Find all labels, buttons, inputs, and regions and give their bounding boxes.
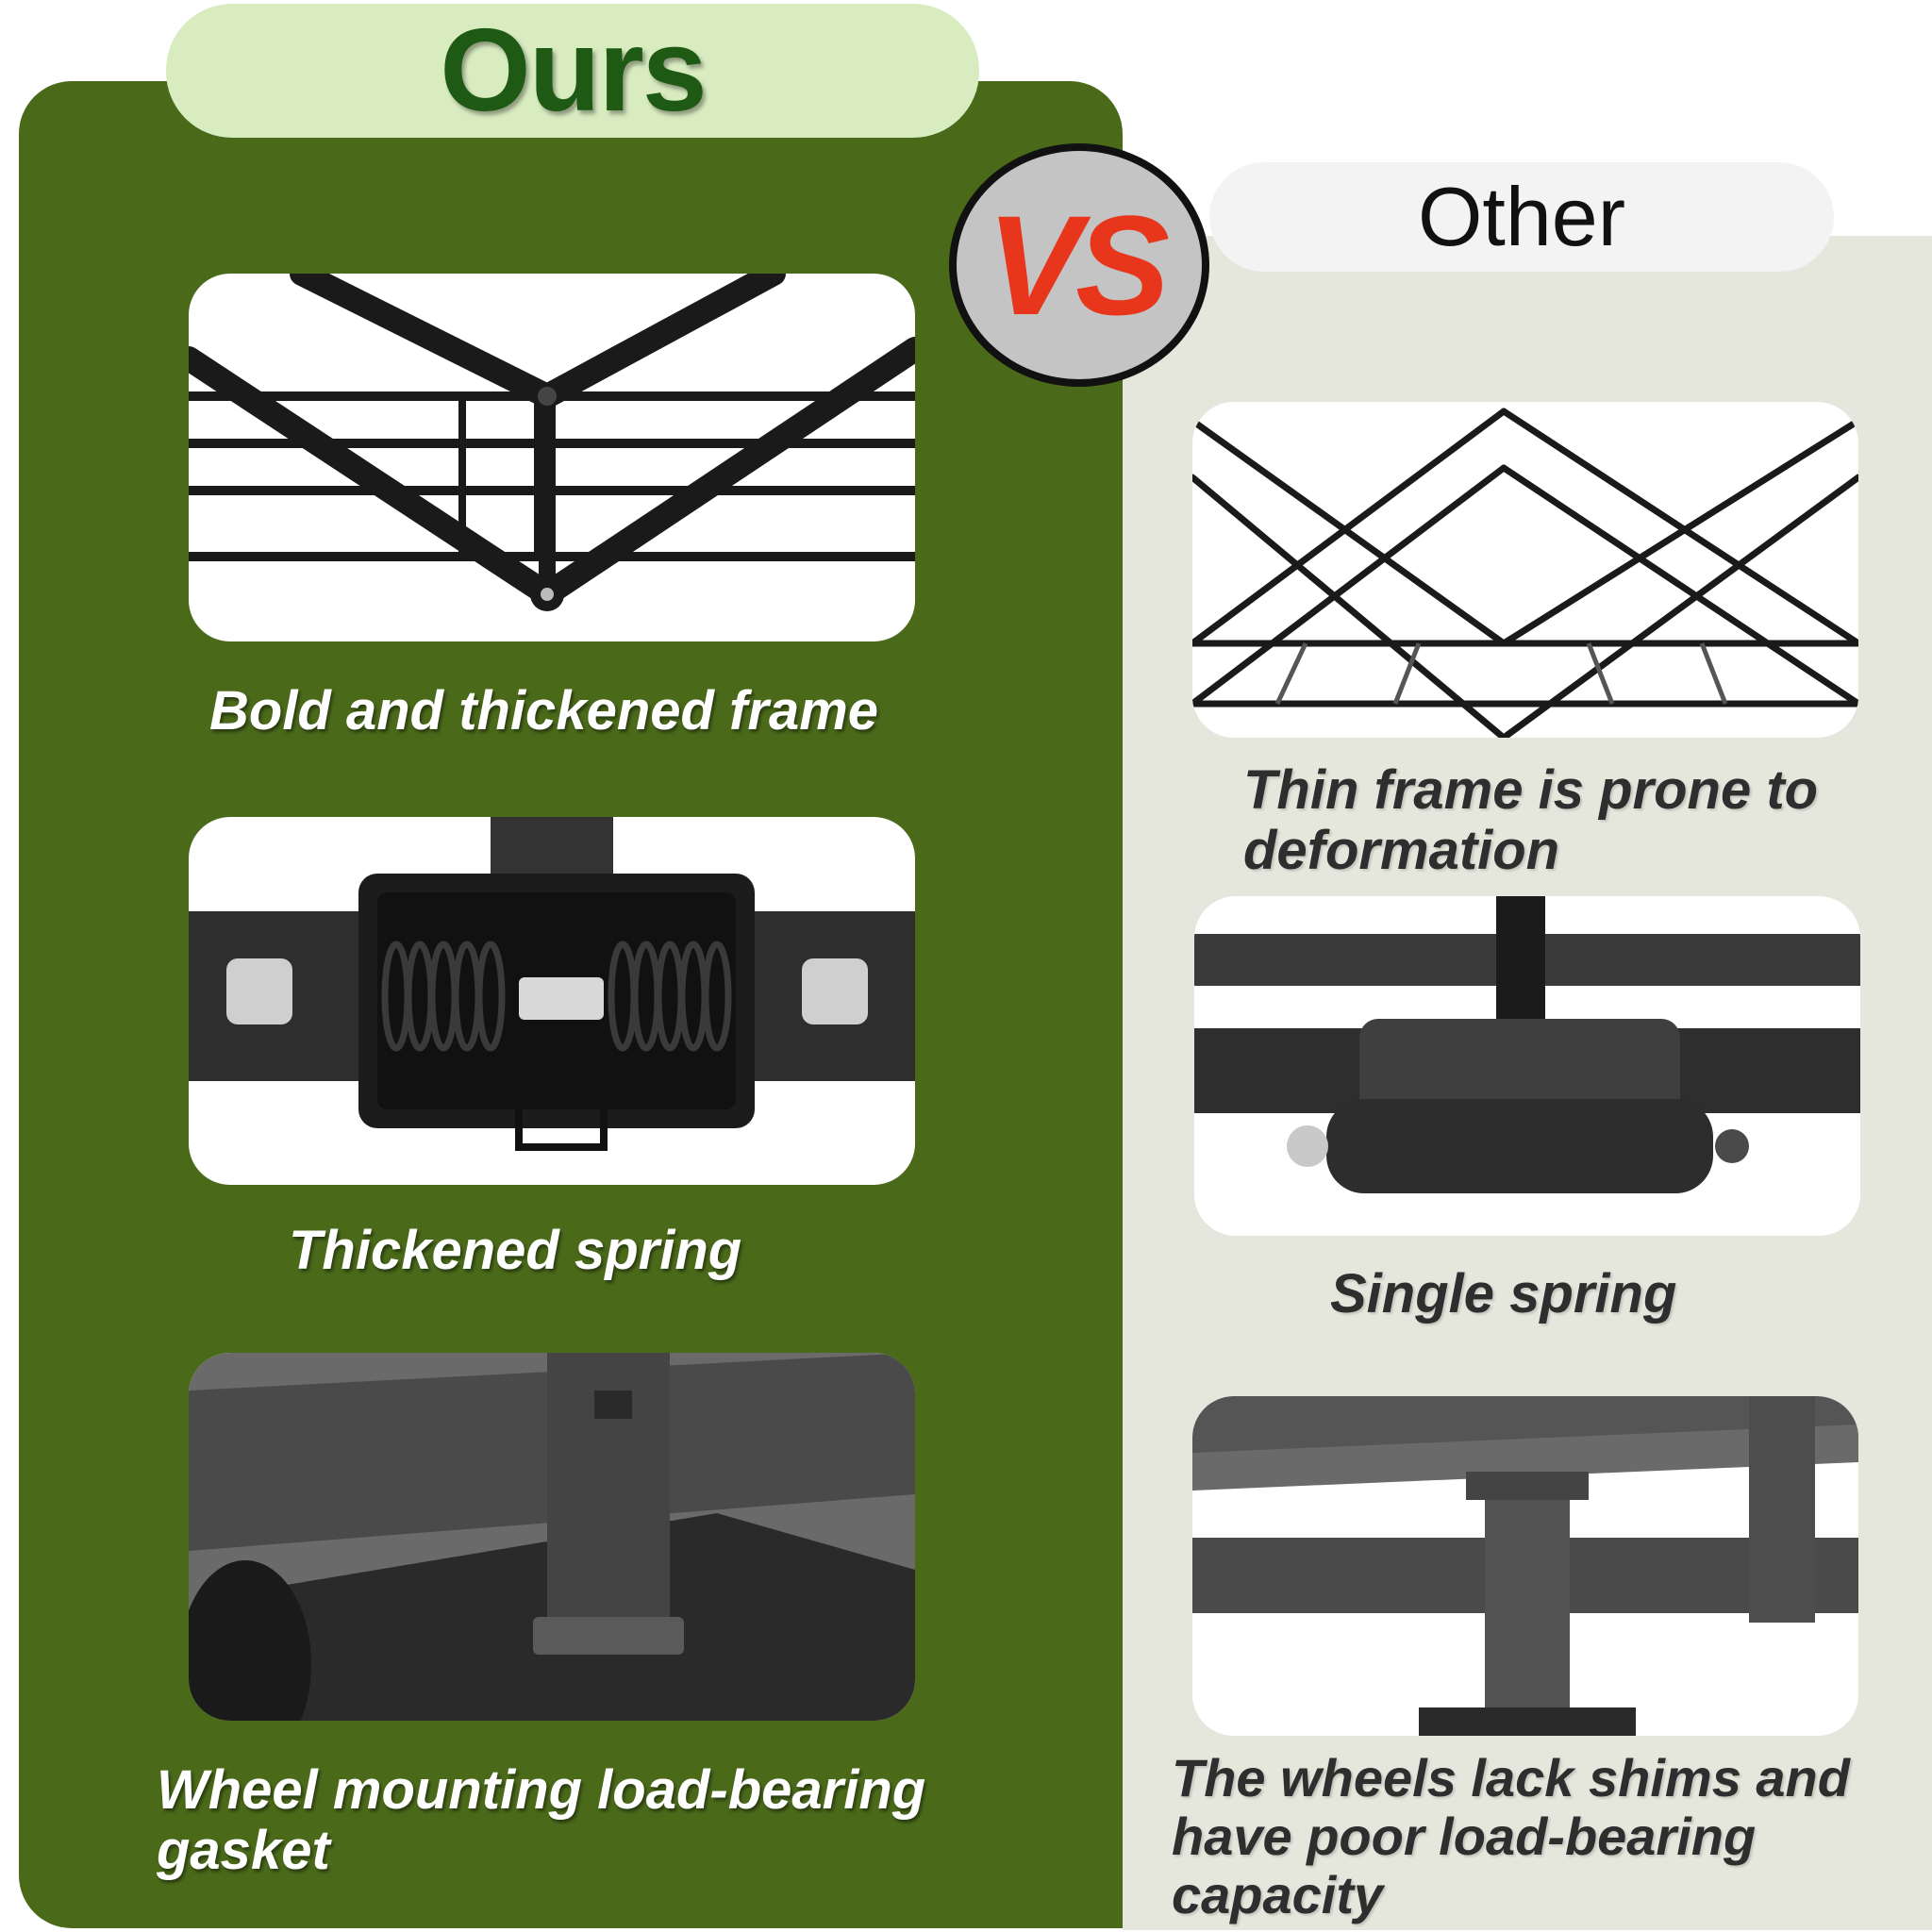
vs-label: VS <box>986 185 1170 344</box>
ours-caption-spring: Thickened spring <box>289 1220 742 1281</box>
other-wheel-photo <box>1192 1396 1858 1736</box>
other-frame-photo <box>1192 402 1858 738</box>
thin-frame-illustration <box>1192 408 1858 738</box>
ours-spring-photo <box>189 817 915 1185</box>
other-caption-frame: Thin frame is prone to deformation <box>1243 759 1819 881</box>
other-heading-tab: Other <box>1209 162 1834 272</box>
other-heading: Other <box>1417 170 1626 263</box>
other-caption-wheel: The wheels lack shims and have poor load… <box>1172 1748 1850 1924</box>
ours-caption-wheel: Wheel mounting load-bearing gasket <box>157 1759 926 1881</box>
wheel-gasket-illustration <box>189 1353 915 1721</box>
ours-heading: Ours <box>440 6 707 136</box>
other-caption-spring: Single spring <box>1330 1263 1677 1324</box>
ours-heading-tab: Ours <box>166 4 979 138</box>
vs-badge: VS <box>949 143 1209 387</box>
thick-frame-illustration <box>189 274 915 611</box>
ours-wheel-photo <box>189 1353 915 1721</box>
double-spring-illustration <box>189 817 915 1151</box>
ours-frame-photo <box>189 274 915 641</box>
single-spring-illustration <box>1194 896 1860 1193</box>
wheel-no-shim-illustration <box>1192 1396 1858 1736</box>
other-spring-photo <box>1194 896 1860 1236</box>
ours-caption-frame: Bold and thickened frame <box>209 680 879 741</box>
